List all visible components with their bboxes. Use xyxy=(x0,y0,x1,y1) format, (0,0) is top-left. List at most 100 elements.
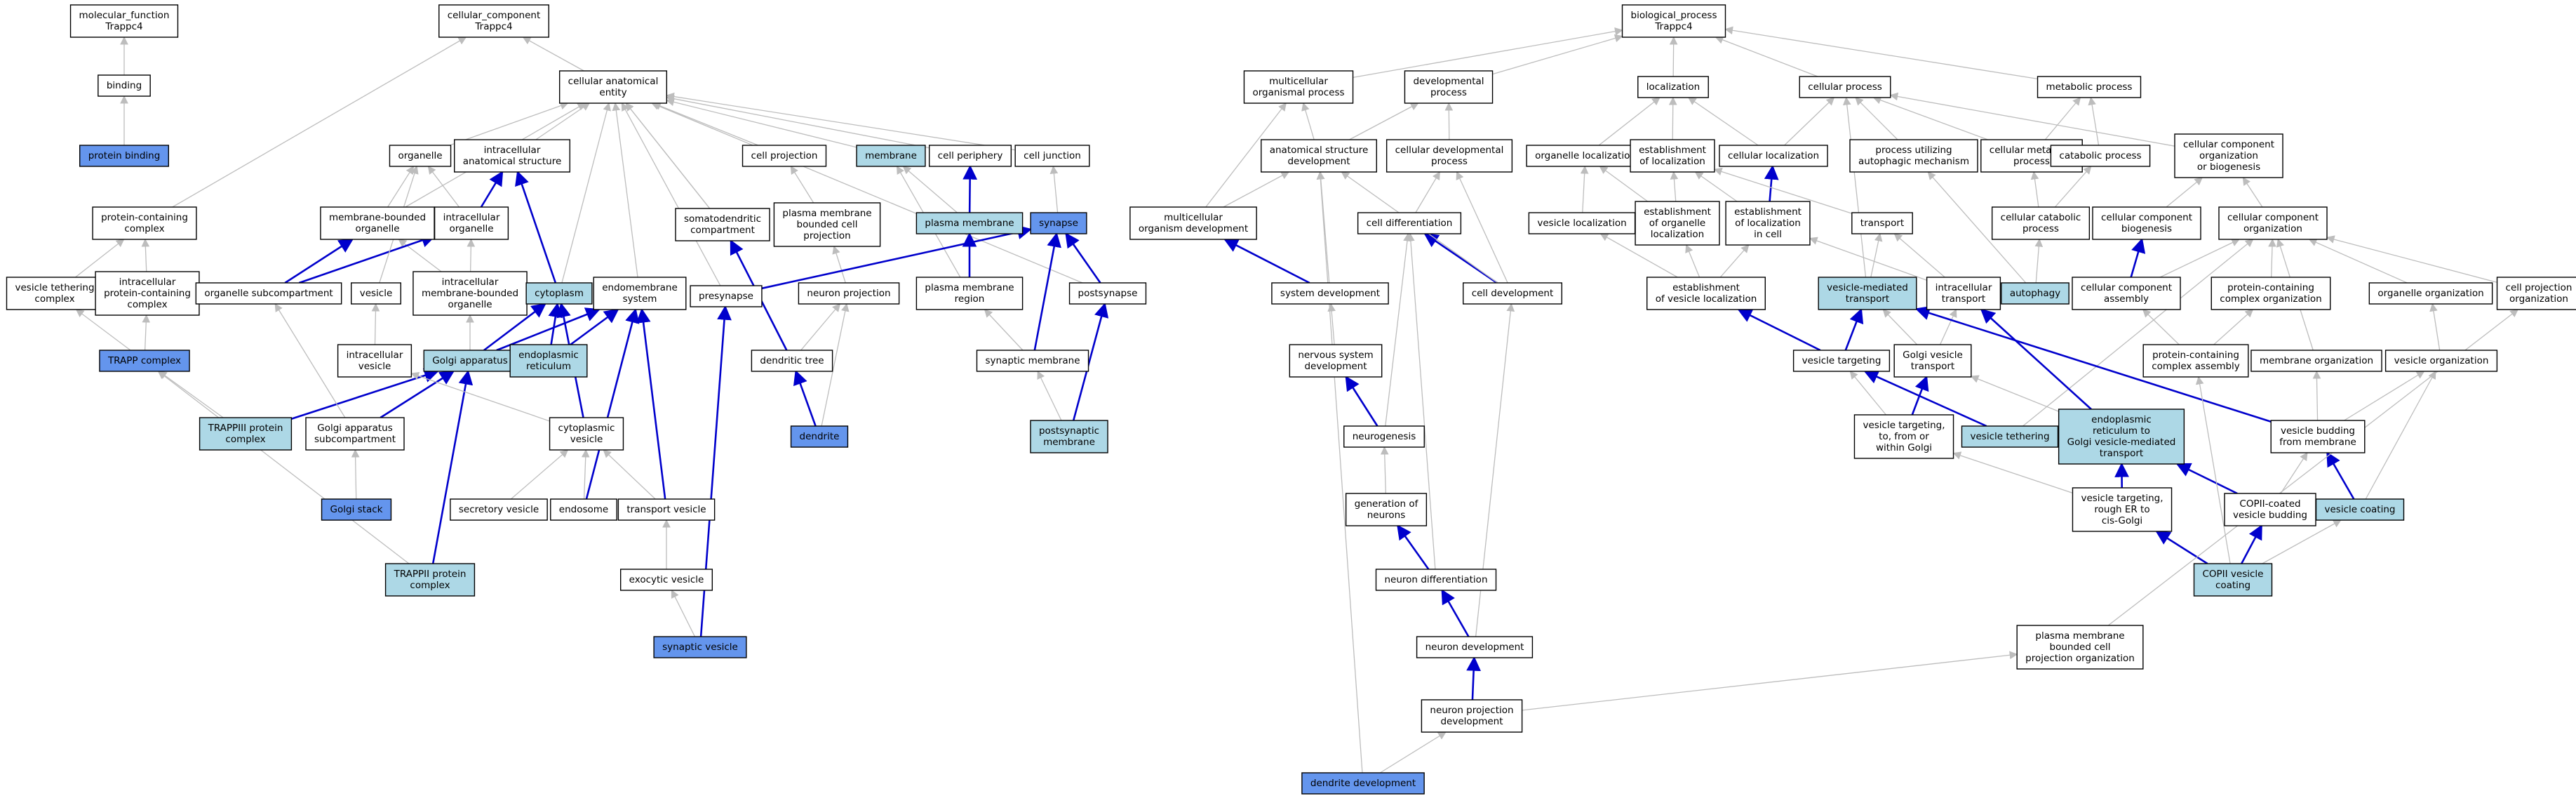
node-endosome[interactable]: endosome xyxy=(550,498,617,521)
node-celldev[interactable]: cell development xyxy=(1463,282,1562,305)
node-cytoplasm[interactable]: cytoplasm xyxy=(525,282,593,305)
node-cellper[interactable]: cell periphery xyxy=(928,145,1012,167)
node-pm[interactable]: plasma membrane xyxy=(915,212,1024,234)
node-celljunc[interactable]: cell junction xyxy=(1014,145,1090,167)
node-neurdiff[interactable]: neuron differentiation xyxy=(1375,569,1497,591)
node-exoves[interactable]: exocytic vesicle xyxy=(619,569,713,591)
node-vesicle[interactable]: vesicle xyxy=(351,282,401,305)
node-synmem[interactable]: synaptic membrane xyxy=(976,350,1089,372)
node-secves[interactable]: secretory vesicle xyxy=(450,498,548,521)
node-neuproj[interactable]: neuron projection xyxy=(798,282,900,305)
node-neurdev[interactable]: neuron development xyxy=(1416,636,1534,658)
node-orgloc[interactable]: organelle localization xyxy=(1526,145,1645,167)
node-vesloc[interactable]: vesicle localization xyxy=(1528,212,1636,234)
node-vestarg[interactable]: vesicle targeting xyxy=(1792,350,1891,372)
node-catab[interactable]: catabolic process xyxy=(2050,145,2151,167)
node-transves[interactable]: transport vesicle xyxy=(617,498,716,521)
node-orgsub[interactable]: organelle subcompartment xyxy=(195,282,342,305)
node-cellproj[interactable]: cell projection xyxy=(742,145,827,167)
node-postsyn[interactable]: postsynapse xyxy=(1068,282,1147,305)
node-golgistack[interactable]: Golgi stack xyxy=(321,498,392,521)
node-vesorg[interactable]: vesicle organization xyxy=(2384,350,2498,372)
node-organelle[interactable]: organelle xyxy=(389,145,452,167)
node-dendtree[interactable]: dendritic tree xyxy=(751,350,833,372)
node-protbind[interactable]: protein binding xyxy=(79,145,170,167)
node-celldiff[interactable]: cell differentiation xyxy=(1357,212,1462,234)
node-dendrite[interactable]: dendrite xyxy=(790,425,849,448)
node-transport[interactable]: transport xyxy=(1851,212,1913,234)
node-metab[interactable]: metabolic process xyxy=(2037,76,2142,98)
node-autophagy[interactable]: autophagy xyxy=(2001,282,2069,305)
node-localization[interactable]: localization xyxy=(1637,76,1709,98)
node-synves[interactable]: synaptic vesicle xyxy=(653,636,747,658)
node-golgi[interactable]: Golgi apparatus xyxy=(423,350,517,372)
node-cellproc[interactable]: cellular process xyxy=(1799,76,1891,98)
node-presyn[interactable]: presynapse xyxy=(690,285,763,307)
node-vescoat[interactable]: vesicle coating xyxy=(2315,498,2405,521)
node-synapse[interactable]: synapse xyxy=(1030,212,1087,234)
node-membrane[interactable]: membrane xyxy=(856,145,926,167)
node-neurogenesis[interactable]: neurogenesis xyxy=(1343,425,1425,448)
node-sysdev[interactable]: system development xyxy=(1271,282,1389,305)
node-memorg[interactable]: membrane organization xyxy=(2250,350,2382,372)
node-trapp[interactable]: TRAPP complex xyxy=(99,350,190,372)
node-vesteth[interactable]: vesicle tethering xyxy=(1961,425,2059,448)
node-binding[interactable]: binding xyxy=(98,74,151,97)
node-orgorg[interactable]: organelle organization xyxy=(2368,282,2493,305)
node-denddev[interactable]: dendrite development xyxy=(1301,772,1425,795)
node-cellloc[interactable]: cellular localization xyxy=(1719,145,1828,167)
